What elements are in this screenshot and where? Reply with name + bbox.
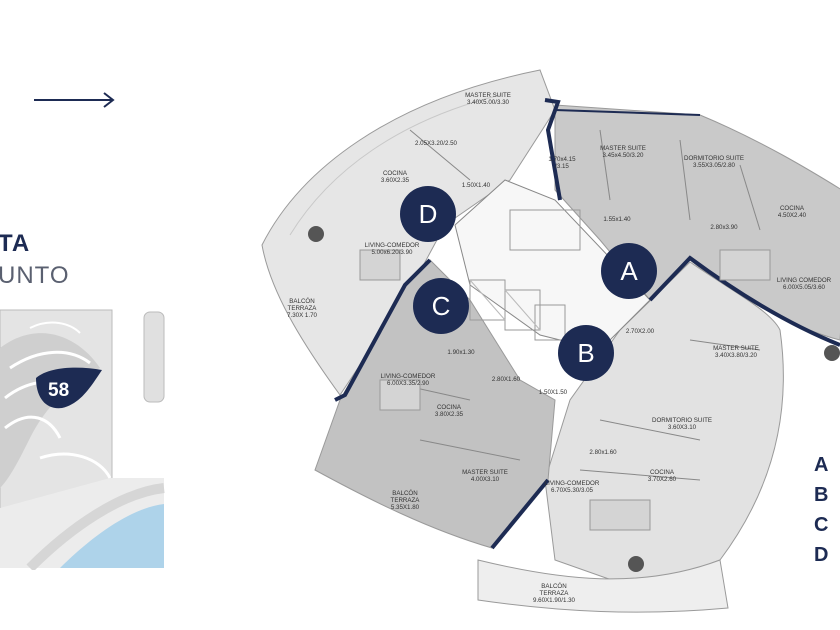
title-line-2: UNTO	[0, 262, 70, 289]
room-label: 2.80X1.60	[491, 376, 521, 383]
room-label: 1.50X1.50	[538, 389, 568, 396]
unit-legend: A B C D	[814, 450, 828, 570]
site-marker-label: 58	[48, 380, 70, 401]
next-arrow-icon[interactable]	[34, 90, 116, 110]
room-label: 2.80x3.90	[710, 224, 738, 231]
unit-location-marker	[36, 367, 102, 409]
unit-marker-a[interactable]: A	[601, 243, 657, 299]
svg-text:A: A	[620, 256, 638, 286]
legend-item-a: A	[814, 454, 829, 476]
unit-c-area	[314, 259, 556, 549]
legend-item-c: C	[814, 514, 829, 536]
room-label: 1.55x1.40	[603, 216, 631, 223]
title-line-1: TA	[0, 230, 31, 257]
unit-marker-c[interactable]: C	[413, 278, 469, 334]
room-label: 1.70x4.15/3.15	[548, 156, 576, 170]
unit-marker-d[interactable]: D	[400, 186, 456, 242]
legend-item-d: D	[814, 544, 829, 566]
svg-text:C: C	[432, 291, 451, 321]
unit-marker-b[interactable]: B	[558, 325, 614, 381]
room-label: 1.50X1.40	[461, 182, 491, 189]
legend-item-b: B	[814, 484, 829, 506]
svg-text:D: D	[419, 199, 438, 229]
svg-text:B: B	[577, 338, 594, 368]
site-map	[0, 308, 165, 570]
room-label: 1.90x1.30	[447, 349, 475, 356]
room-label: 2.80x1.60	[589, 449, 617, 456]
balcony-bottom	[477, 559, 729, 613]
room-label: 2.05X3.20/2.50	[415, 140, 457, 147]
room-label: 2.70X2.00	[625, 328, 655, 335]
